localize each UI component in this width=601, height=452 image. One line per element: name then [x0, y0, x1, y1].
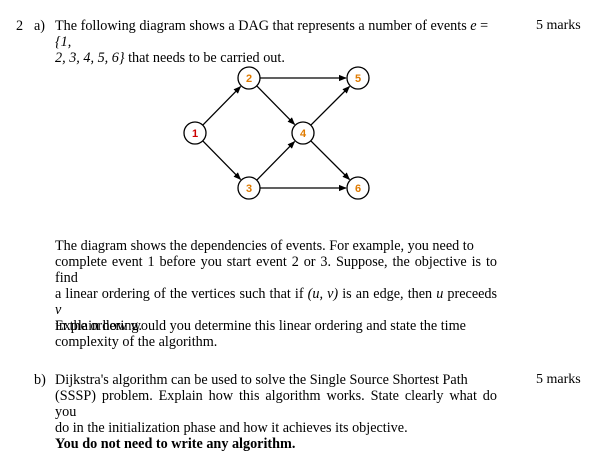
question-number: 2	[16, 18, 24, 34]
p1-line3: a linear ordering of the vertices such t…	[55, 286, 498, 318]
node-3: 3	[237, 176, 261, 200]
dag-diagram: 1 2 3 4 5 6	[183, 66, 370, 200]
part-a-intro-line2: 2, 3, 4, 5, 6} that needs to be carried …	[55, 50, 285, 66]
b-line2: (SSSP) problem. Explain how this algorit…	[55, 388, 497, 420]
part-a-intro-line1: The following diagram shows a DAG that r…	[55, 18, 489, 50]
node-circle	[237, 66, 261, 90]
b-line1: Dijkstra's algorithm can be used to solv…	[55, 372, 468, 388]
part-a-label: a)	[34, 18, 46, 34]
node-label: 4	[300, 128, 307, 140]
edge-4-to-5	[310, 85, 351, 126]
node-circle	[183, 121, 207, 145]
node-label: 3	[246, 183, 252, 195]
node-2: 2	[237, 66, 261, 90]
b-line4-bold: You do not need to write any algorithm.	[55, 436, 296, 452]
dag-nodes: 1 2 3 4 5 6	[183, 66, 370, 200]
edge-3-to-4	[256, 141, 296, 181]
p2-line1: Explain how would you determine this lin…	[55, 318, 466, 334]
set-open: {1,	[55, 34, 72, 50]
node-5: 5	[346, 66, 370, 90]
part-a-intro: The following diagram shows a DAG that r…	[55, 18, 507, 66]
node-circle	[237, 176, 261, 200]
node-1: 1	[183, 121, 207, 145]
set-variable: e	[470, 18, 477, 34]
node-label: 5	[355, 73, 361, 85]
set-rest: 2, 3, 4, 5, 6}	[55, 50, 125, 66]
node-4: 4	[291, 121, 315, 145]
var-v: v	[55, 302, 62, 318]
dag-edges	[202, 74, 351, 192]
edge-2-to-4	[256, 85, 296, 125]
node-circle	[346, 176, 370, 200]
part-a-paragraph-2: Explain how would you determine this lin…	[55, 318, 497, 350]
part-a-marks: 5 marks	[536, 18, 581, 33]
p2-line2: complexity of the algorithm.	[55, 334, 218, 350]
p1-line4: in the ordering.	[55, 318, 143, 334]
edge-1-to-3	[202, 140, 242, 180]
edge-1-to-2	[202, 86, 242, 126]
node-6: 6	[346, 176, 370, 200]
b-line3: do in the initialization phase and how i…	[55, 420, 408, 436]
node-circle	[291, 121, 315, 145]
node-label: 2	[246, 73, 252, 85]
part-a-paragraph-1: The diagram shows the dependencies of ev…	[55, 238, 497, 334]
edge-4-to-6	[310, 140, 351, 181]
node-circle	[346, 66, 370, 90]
part-b-marks: 5 marks	[536, 372, 581, 387]
part-b-label: b)	[34, 372, 46, 388]
node-label: 6	[355, 183, 361, 195]
part-b-paragraph: Dijkstra's algorithm can be used to solv…	[55, 372, 497, 452]
p1-line2: complete event 1 before you start event …	[55, 254, 497, 286]
p1-line1: The diagram shows the dependencies of ev…	[55, 238, 474, 254]
edge-pair: (u, v)	[307, 286, 339, 302]
var-u: u	[436, 286, 444, 302]
node-label: 1	[192, 128, 198, 140]
